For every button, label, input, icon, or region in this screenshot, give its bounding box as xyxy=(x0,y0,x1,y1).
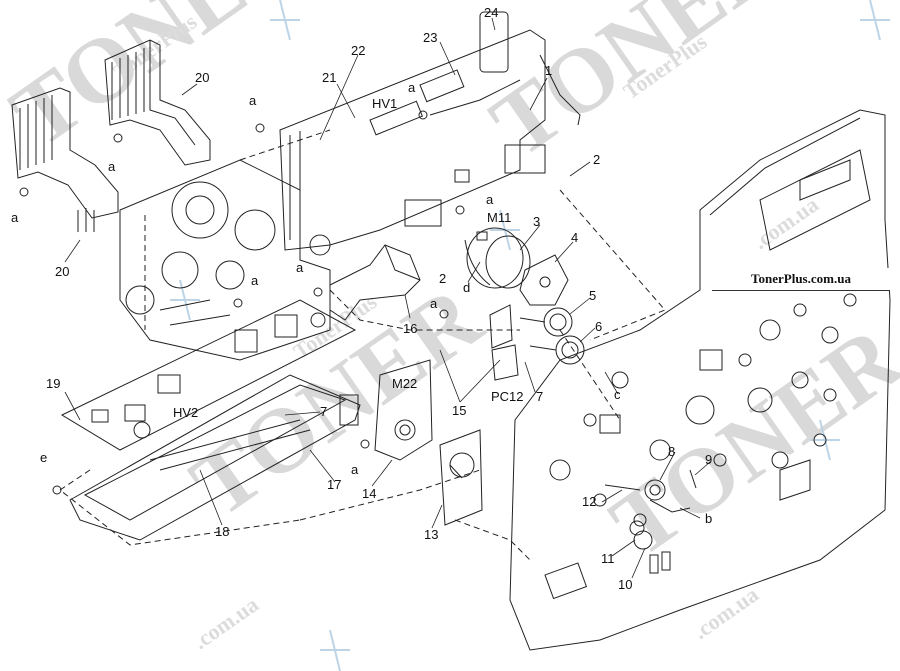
callout-labels: 1 2 2 3 4 5 6 7 7 8 9 10 11 12 13 14 15 … xyxy=(11,5,712,592)
watermark-domain: .com.ua xyxy=(189,592,263,655)
callout-24: 24 xyxy=(484,5,498,20)
bracket-16 xyxy=(329,244,421,321)
motor-m22 xyxy=(374,359,433,461)
gear-5 xyxy=(519,307,573,337)
hv2-board xyxy=(60,299,357,451)
sensor-bracket-15 xyxy=(489,304,519,381)
callout-hv2: HV2 xyxy=(173,405,198,420)
callout-7: 7 xyxy=(320,404,327,419)
plate-4 xyxy=(519,254,569,306)
callout-13: 13 xyxy=(424,527,438,542)
callout-8: 8 xyxy=(668,444,675,459)
callout-3: 3 xyxy=(533,214,540,229)
callout-12: 12 xyxy=(582,494,596,509)
callout-19: 19 xyxy=(46,376,60,391)
harness-guide-lower xyxy=(11,87,119,232)
callout-16: 16 xyxy=(403,321,417,336)
leader-lines xyxy=(64,17,711,579)
callout-pc12: PC12 xyxy=(491,389,524,404)
callout-hv1: HV1 xyxy=(372,96,397,111)
callout-a: a xyxy=(351,462,359,477)
watermark-brand: TONER xyxy=(173,265,499,536)
site-badge: TonerPlus.com.ua xyxy=(712,268,890,291)
callout-b: b xyxy=(705,511,712,526)
callout-a: a xyxy=(11,210,19,225)
callout-a: a xyxy=(251,273,259,288)
callout-a: a xyxy=(486,192,494,207)
main-side-frame xyxy=(509,109,891,651)
callout-15: 15 xyxy=(452,403,466,418)
callout-9: 9 xyxy=(705,452,712,467)
callout-m22: M22 xyxy=(392,376,417,391)
harness-guide-upper xyxy=(104,39,211,166)
watermark-brand: TONER xyxy=(593,305,900,576)
callout-7: 7 xyxy=(536,389,543,404)
callout-11: 11 xyxy=(601,551,615,566)
parts-drawing xyxy=(11,11,891,651)
callout-5: 5 xyxy=(589,288,596,303)
watermark-domain: .com.ua xyxy=(689,582,763,645)
callout-2: 2 xyxy=(439,271,446,286)
motor-m11 xyxy=(464,227,531,289)
callout-23: 23 xyxy=(423,30,437,45)
motor-13 xyxy=(439,429,483,526)
callout-a: a xyxy=(408,80,416,95)
callout-10: 10 xyxy=(618,577,632,592)
callout-20: 20 xyxy=(55,264,69,279)
callout-20: 20 xyxy=(195,70,209,85)
callout-17: 17 xyxy=(327,477,341,492)
hv1-board-assembly xyxy=(279,11,581,251)
callout-6: 6 xyxy=(595,319,602,334)
callout-1: 1 xyxy=(545,63,552,78)
callout-m11: M11 xyxy=(487,210,511,225)
watermark-cross-marks xyxy=(170,0,890,671)
callout-18: 18 xyxy=(215,524,229,539)
callout-a: a xyxy=(108,159,116,174)
assembly-guide-lines xyxy=(59,129,666,561)
callout-21: 21 xyxy=(322,70,336,85)
gear-6 xyxy=(529,335,585,365)
callout-2: 2 xyxy=(593,152,600,167)
small-parts xyxy=(604,469,697,550)
callout-d: d xyxy=(463,280,470,295)
callout-a: a xyxy=(296,260,304,275)
callout-e: e xyxy=(40,450,47,465)
callout-14: 14 xyxy=(362,486,376,501)
callout-c: c xyxy=(614,387,621,402)
callout-22: 22 xyxy=(351,43,365,58)
callout-a: a xyxy=(430,296,438,311)
lower-frame xyxy=(69,374,361,541)
screws xyxy=(19,110,465,495)
callout-a: a xyxy=(249,93,257,108)
callout-4: 4 xyxy=(571,230,578,245)
